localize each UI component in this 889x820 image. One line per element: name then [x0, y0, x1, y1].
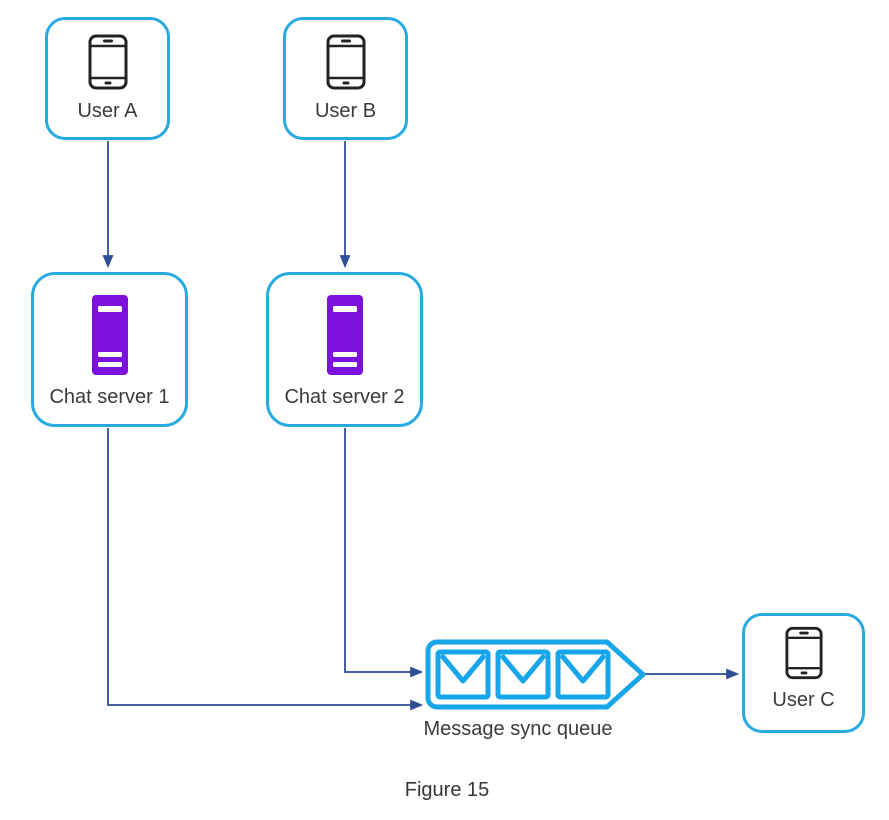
node-label-user-b: User B [314, 100, 377, 122]
figure-caption: Figure 15 [404, 779, 490, 801]
node-chat-server-1: Chat server 1 [31, 272, 188, 427]
server-icon [90, 294, 130, 377]
queue-label: Message sync queue [423, 718, 613, 740]
smartphone-icon [326, 34, 366, 90]
node-user-a: User A [45, 17, 170, 140]
envelope-icon [435, 649, 611, 700]
smartphone-icon [88, 34, 128, 90]
node-user-b: User B [283, 17, 408, 140]
node-message-sync-queue [425, 639, 646, 710]
node-chat-server-2: Chat server 2 [266, 272, 423, 427]
node-label-user-c: User C [772, 689, 835, 711]
node-user-c: User C [742, 613, 865, 733]
smartphone-icon [784, 626, 823, 680]
node-label-user-a: User A [77, 100, 138, 122]
edge-chatserver2-to-queue [344, 428, 424, 678]
node-label-chat-server-1: Chat server 1 [49, 386, 170, 408]
server-icon [325, 294, 365, 377]
edge-chatserver1-to-queue [107, 428, 424, 711]
queue-shape [425, 639, 646, 710]
node-label-chat-server-2: Chat server 2 [284, 386, 405, 408]
